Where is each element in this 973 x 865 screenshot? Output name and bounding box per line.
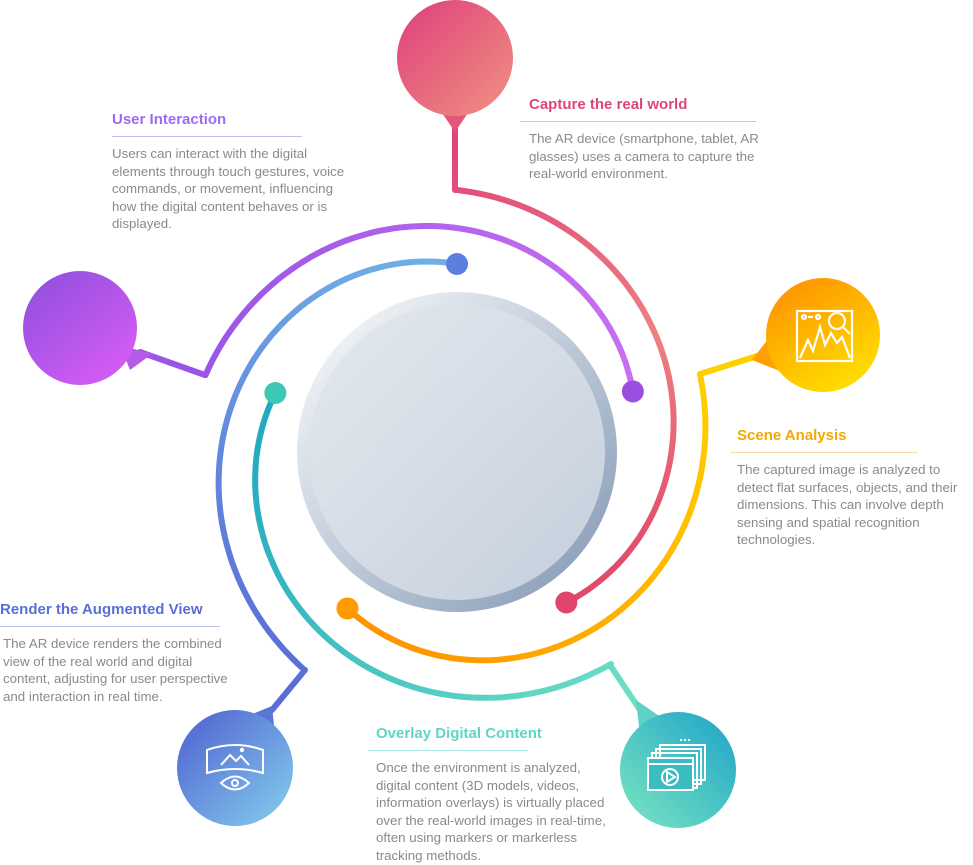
divider xyxy=(730,452,918,453)
divider xyxy=(0,626,220,627)
render-connector-dot xyxy=(446,253,468,275)
step-title: Capture the real world xyxy=(529,96,688,113)
video-windows-icon xyxy=(647,739,706,791)
capture-connector-dot xyxy=(555,591,578,614)
capture-connector-arc xyxy=(452,122,677,606)
step-title: Scene Analysis xyxy=(737,427,847,444)
step-body: Once the environment is analyzed, digita… xyxy=(376,760,606,863)
user-connector-arc xyxy=(137,223,636,395)
panorama-eye-icon xyxy=(206,744,264,791)
step-user-interaction: User Interaction Users can interact with… xyxy=(112,110,347,233)
scene-connector-arc xyxy=(344,349,773,664)
user-connector-dot xyxy=(621,380,644,403)
center-circle xyxy=(309,304,605,600)
divider xyxy=(112,136,302,137)
divider xyxy=(368,750,528,751)
step-scene-analysis: Scene Analysis The captured image is ana… xyxy=(730,426,973,549)
step-title: User Interaction xyxy=(112,111,227,128)
render-connector-arc xyxy=(215,258,460,713)
scene-connector-dot xyxy=(336,597,359,620)
capture-bubble xyxy=(397,0,513,132)
user-bubble xyxy=(23,271,152,385)
overlay-connector-dot xyxy=(264,381,287,404)
step-title: Overlay Digital Content xyxy=(376,725,542,742)
step-render: Render the Augmented View The AR device … xyxy=(0,600,235,705)
step-overlay: Overlay Digital Content Once the environ… xyxy=(368,724,616,865)
step-body: Users can interact with the digital elem… xyxy=(112,146,345,232)
step-capture: Capture the real world The AR device (sm… xyxy=(520,95,769,183)
step-title: Render the Augmented View xyxy=(0,601,203,618)
step-body: The captured image is analyzed to detect… xyxy=(737,462,958,548)
step-body: The AR device renders the combined view … xyxy=(3,636,228,704)
scene-bubble xyxy=(752,278,880,392)
overlay-bubble xyxy=(620,700,736,828)
image-analysis-icon xyxy=(795,309,854,363)
render-bubble xyxy=(177,706,293,826)
overlay-connector-arc xyxy=(252,390,643,713)
divider xyxy=(520,121,756,122)
step-body: The AR device (smartphone, tablet, AR gl… xyxy=(529,131,759,182)
